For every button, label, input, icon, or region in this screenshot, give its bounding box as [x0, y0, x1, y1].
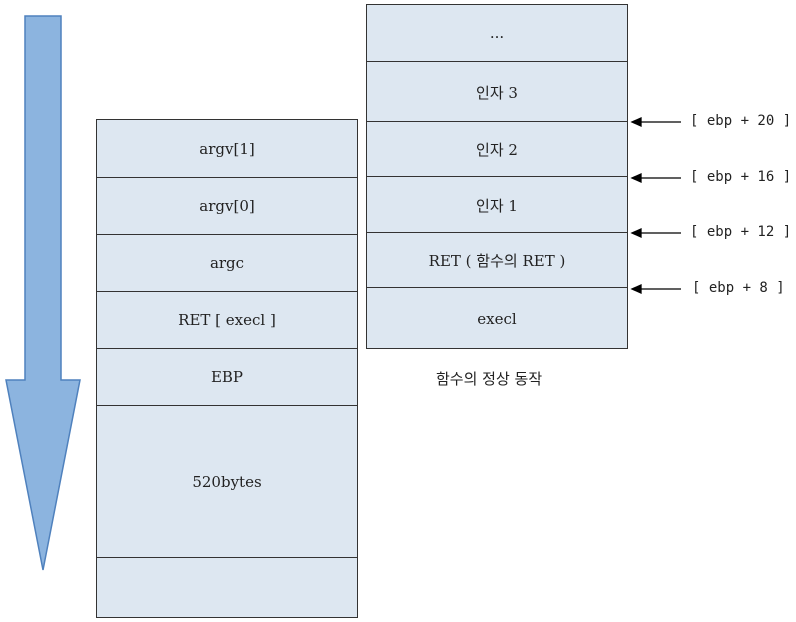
stack-cell-argc: argc [97, 234, 357, 291]
stack-cell-arg3: 인자 3 [367, 61, 627, 122]
right-stack-caption: 함수의 정상 동작 [436, 370, 543, 388]
stack-cell-execl: execl [367, 287, 627, 349]
stack-cell-argv0: argv[0] [97, 177, 357, 234]
left-arrow-icon [630, 116, 642, 128]
stack-cell-arg2: 인자 2 [367, 121, 627, 177]
normal-function-stack: ... 인자 3 인자 2 인자 1 RET ( 함수의 RET ) execl [366, 4, 628, 349]
attack-stack: argv[1] argv[0] argc RET [ execl ] EBP 5… [96, 119, 358, 618]
pointer-label-ebp-12: [ ebp + 12 ] [690, 224, 792, 240]
stack-cell-ebp: EBP [97, 348, 357, 405]
stack-cell-buffer: 520bytes [97, 405, 357, 557]
pointer-label-ebp-20: [ ebp + 20 ] [690, 113, 792, 129]
left-arrow-icon [630, 172, 642, 184]
stack-cell-ret-execl: RET [ execl ] [97, 291, 357, 348]
stack-cell-ret: RET ( 함수의 RET ) [367, 232, 627, 288]
stack-cell-argv1: argv[1] [199, 139, 255, 158]
stack-cell-ellipsis: ... [489, 24, 505, 42]
pointer-arrows [630, 116, 681, 295]
down-arrow-icon [5, 15, 81, 571]
left-arrow-icon [630, 283, 642, 295]
pointer-label-ebp-8: [ ebp + 8 ] [692, 280, 785, 296]
pointer-label-ebp-16: [ ebp + 16 ] [690, 169, 792, 185]
left-arrow-icon [630, 227, 642, 239]
stack-cell-empty [97, 557, 357, 618]
stack-cell-arg1: 인자 1 [367, 176, 627, 233]
